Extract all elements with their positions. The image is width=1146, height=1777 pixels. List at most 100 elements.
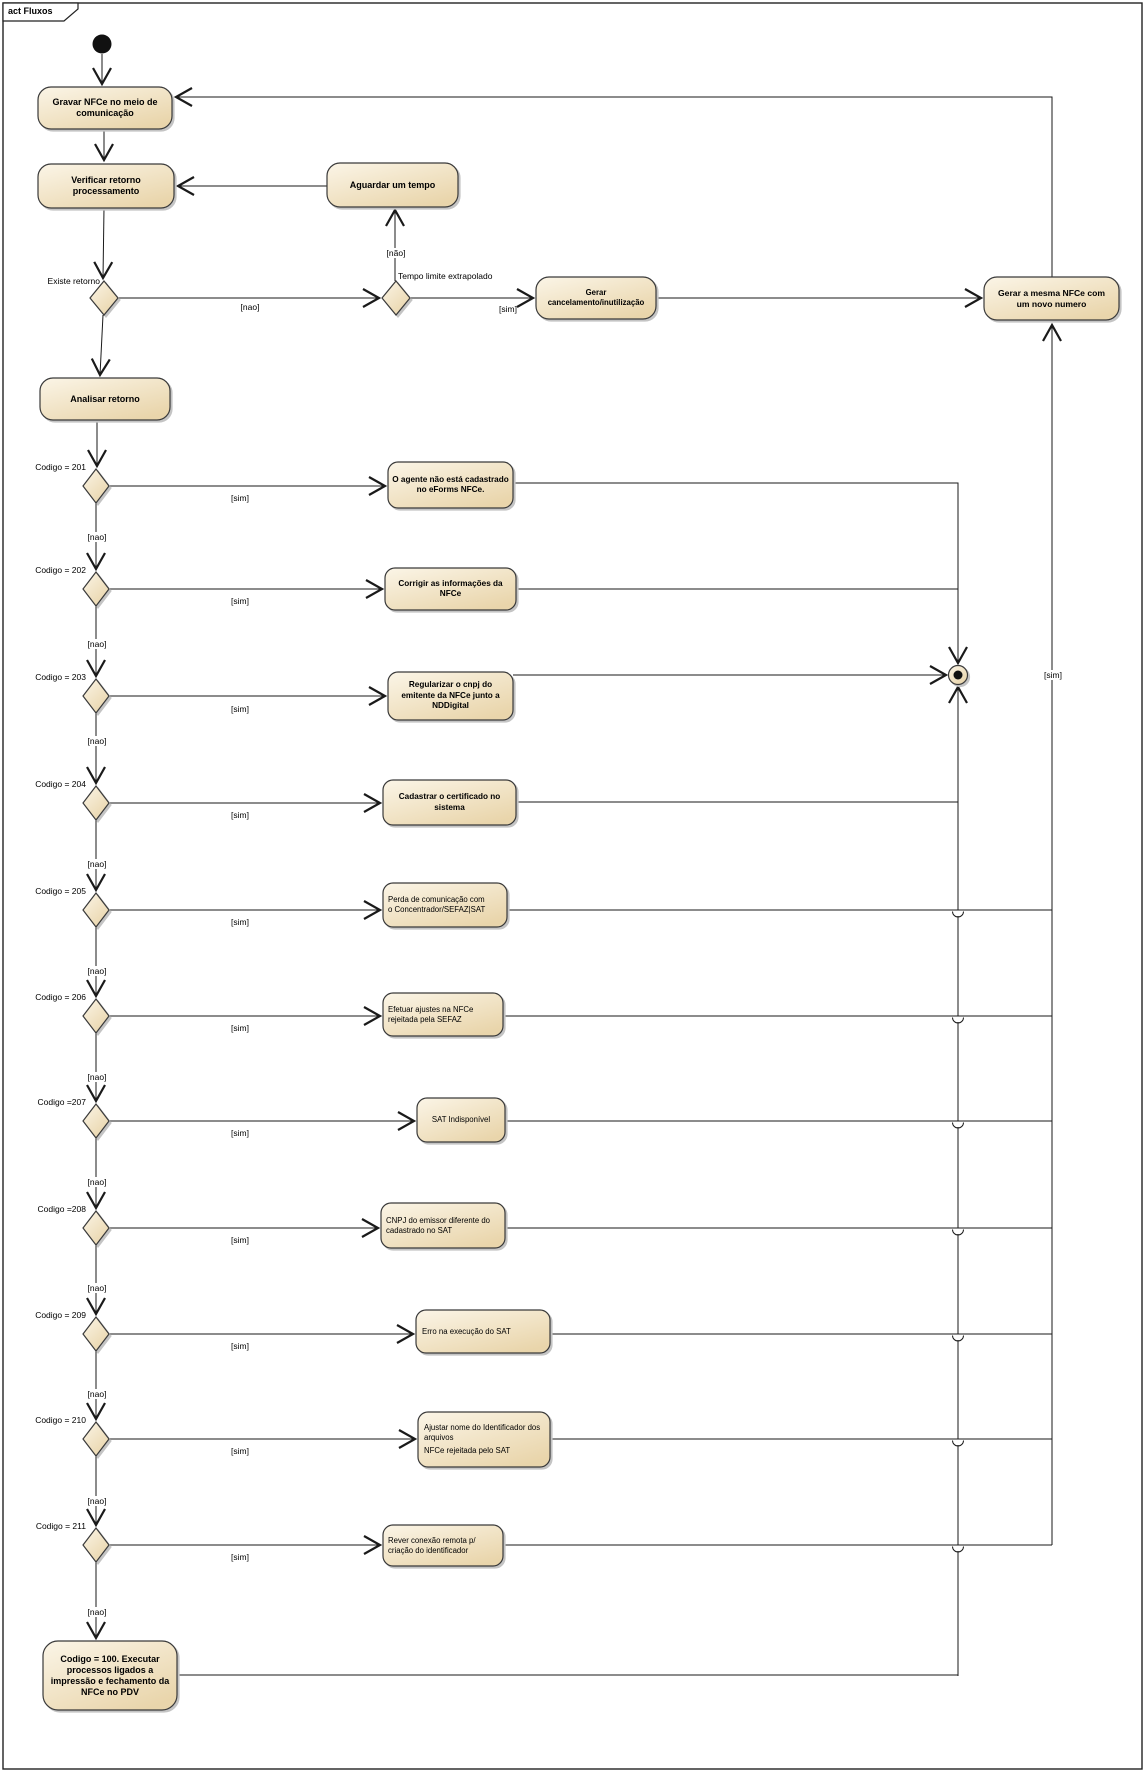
guard-sim-211: [sim]	[231, 1552, 249, 1562]
guard-nao-existe: [nao]	[240, 302, 260, 312]
action-node-202	[384, 567, 517, 611]
guard-sim-205: [sim]	[231, 917, 249, 927]
diagram-tab	[2, 2, 79, 22]
guard-sim-202: [sim]	[231, 596, 249, 606]
label-codigo-209: Codigo = 209	[35, 1310, 86, 1320]
label-acao-codigo100: Codigo = 100. Executar processos ligados…	[50, 1653, 170, 1697]
label-verificar: Verificar retorno processamento	[71, 175, 141, 196]
label-codigo-204: Codigo = 204	[35, 779, 86, 789]
label-acao-208: CNPJ do emissor diferente do cadastrado …	[386, 1215, 491, 1235]
label-acao-209: Erro na execução do SAT	[422, 1326, 511, 1336]
initial-node	[92, 34, 112, 54]
decision-codigo-202	[82, 571, 110, 607]
guard-sim-203: [sim]	[231, 704, 249, 714]
label-codigo-208: Codigo =208	[37, 1204, 86, 1214]
action-node-aguardar	[326, 162, 459, 208]
action-node-codigo100	[42, 1640, 178, 1711]
guard-nao-210: [nao]	[78, 1496, 116, 1506]
label-analisar: Analisar retorno	[70, 393, 140, 404]
label-codigo-206: Codigo = 206	[35, 992, 86, 1002]
label-aguardar: Aguardar um tempo	[349, 179, 436, 190]
guard-nao-205: [nao]	[78, 966, 116, 976]
action-node-204	[382, 779, 517, 826]
label-acao-210-linha2: NFCe rejeitada pelo SAT	[424, 1446, 511, 1455]
guard-nao-207: [nao]	[78, 1177, 116, 1187]
decision-codigo-206	[82, 998, 110, 1034]
action-node-207	[416, 1097, 506, 1143]
decision-codigo-208	[82, 1210, 110, 1246]
guard-sim-tempo: [sim]	[499, 304, 517, 314]
guard-nao-tempo: [não]	[377, 248, 415, 258]
action-node-verificar	[37, 163, 175, 209]
decision-tempo-limite	[381, 280, 411, 316]
guard-sim-collector: [sim]	[1034, 670, 1072, 680]
label-acao-206: Efetuar ajustes na NFCe rejeitada pela S…	[388, 1004, 474, 1024]
action-node-gerar-cancelamento	[535, 276, 657, 320]
action-node-analisar	[39, 377, 171, 421]
action-node-210	[417, 1411, 551, 1468]
action-node-206	[382, 992, 504, 1037]
edge-acao201-final	[513, 482, 968, 666]
guard-sim-208: [sim]	[231, 1235, 249, 1245]
label-acao-210: Ajustar nome do Identificador dos arquiv…	[424, 1412, 546, 1467]
label-codigo-211: Codigo = 211	[35, 1521, 86, 1531]
decision-codigo-201	[82, 468, 110, 504]
decision-codigo-204	[82, 785, 110, 821]
decision-codigo-209	[82, 1316, 110, 1352]
action-node-205	[382, 882, 508, 928]
final-node-dot	[953, 670, 963, 680]
action-node-203	[387, 671, 514, 721]
label-gravar: Gravar NFCe no meio de comunicação	[52, 97, 158, 118]
label-acao-202: Corrigir as informações da NFCe	[398, 578, 503, 599]
guard-sim-201: [sim]	[231, 493, 249, 503]
label-existe-retorno: Existe retorno	[47, 276, 100, 286]
guard-sim-209: [sim]	[231, 1341, 249, 1351]
action-node-209	[415, 1309, 551, 1354]
label-acao-204: Cadastrar o certificado no sistema	[398, 792, 501, 812]
action-node-gravar	[37, 86, 173, 130]
label-gerar-mesma-nfce: Gerar a mesma NFCe com um novo numero	[998, 287, 1105, 309]
label-acao-207: SAT Indisponível	[431, 1115, 491, 1124]
decision-codigo-210	[82, 1421, 110, 1457]
guard-nao-202: [nao]	[78, 639, 116, 649]
guard-nao-203: [nao]	[78, 736, 116, 746]
guard-nao-208: [nao]	[78, 1283, 116, 1293]
guard-sim-206: [sim]	[231, 1023, 249, 1033]
label-codigo-203: Codigo = 203	[35, 672, 86, 682]
label-codigo-202: Codigo = 202	[35, 565, 86, 575]
label-codigo-201: Codigo = 201	[35, 462, 86, 472]
guard-nao-206: [nao]	[78, 1072, 116, 1082]
guard-nao-209: [nao]	[78, 1389, 116, 1399]
label-tempo-limite: Tempo limite extrapolado	[398, 271, 493, 281]
label-acao-210-linha1: Ajustar nome do Identificador dos arquiv…	[424, 1423, 541, 1442]
guard-nao-201: [nao]	[78, 532, 116, 542]
label-codigo-205: Codigo = 205	[35, 886, 86, 896]
edge-gerarmesma-gravar-loop	[173, 87, 1053, 277]
guard-nao-204: [nao]	[78, 859, 116, 869]
diagram-tab-label: act Fluxos	[8, 6, 53, 16]
guard-sim-210: [sim]	[231, 1446, 249, 1456]
edge-existe-analisar	[90, 314, 111, 378]
label-acao-205: Perda de comunicação com o Concentrador/…	[388, 895, 486, 914]
decision-existe-retorno	[89, 280, 119, 316]
label-acao-211: Rever conexão remota p/ criação do ident…	[388, 1535, 476, 1555]
decision-codigo-207	[82, 1103, 110, 1139]
action-node-gerar-mesma-nfce	[983, 276, 1120, 321]
action-node-211	[382, 1524, 504, 1567]
guard-sim-207: [sim]	[231, 1128, 249, 1138]
decision-codigo-205	[82, 892, 110, 928]
label-codigo-210: Codigo = 210	[35, 1415, 86, 1425]
label-acao-203: Regularizar o cnpj do emitente da NFCe j…	[401, 680, 500, 711]
action-node-208	[380, 1202, 506, 1249]
edge-final-collector-vertical	[953, 687, 964, 1676]
guard-sim-204: [sim]	[231, 810, 249, 820]
guard-nao-211: [nao]	[78, 1607, 116, 1617]
label-gerar-cancelamento: Gerar cancelamento/inutilização	[547, 288, 645, 307]
label-acao-201: O agente não está cadastrado no eForms N…	[392, 474, 509, 495]
action-node-201	[387, 461, 514, 509]
decision-codigo-203	[82, 678, 110, 714]
label-codigo-207: Codigo =207	[37, 1097, 86, 1107]
